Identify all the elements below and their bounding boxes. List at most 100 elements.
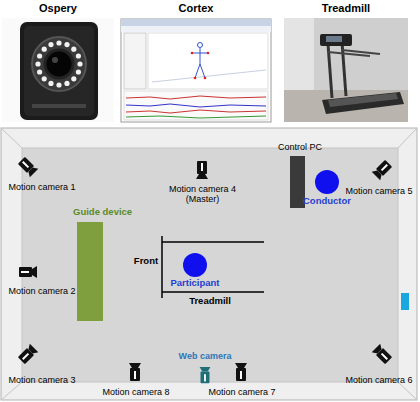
shape-part (76, 69, 81, 74)
shape-part (204, 374, 206, 381)
shape-part (191, 52, 194, 55)
shape-part (235, 363, 247, 381)
person-circle: Participant (166, 252, 224, 288)
layout-item: Motion camera 5 (340, 156, 418, 200)
node-label: Motion camera 5 (340, 186, 418, 196)
shape-part (121, 19, 271, 122)
layout-item: Motion camera 1 (2, 152, 82, 196)
shape-part (52, 57, 58, 63)
node-label: Motion camera 6 (340, 375, 418, 385)
shape-part (284, 18, 408, 122)
node-shape (282, 0, 410, 124)
shape-part (129, 363, 141, 368)
layout-item: Motion camera 3 (2, 343, 82, 391)
node-label: Motion camera 1 (2, 182, 82, 192)
layout-item: Motion camera 4 (Master) (165, 155, 240, 209)
shape-part (35, 61, 40, 66)
shape-part (198, 43, 203, 48)
shape-part (126, 104, 266, 107)
shape-part (42, 76, 47, 81)
layout-item: FrontTreadmill Participant (130, 234, 268, 310)
shape-part (71, 47, 76, 52)
shape-part (56, 40, 61, 45)
shape-part (37, 69, 42, 74)
shape-part (19, 266, 37, 278)
shape-part (192, 53, 208, 54)
shape-part (32, 104, 86, 108)
shape-part (195, 64, 200, 78)
shape-part (315, 170, 339, 194)
node-label: Motion camera 2 (2, 286, 82, 296)
shape-part (200, 64, 205, 78)
shape-part (201, 372, 210, 384)
shape-part (48, 81, 53, 86)
shape-part (121, 19, 271, 26)
shape-part (240, 371, 242, 379)
node-label: Motion camera 3 (2, 375, 82, 385)
shape-part (235, 363, 247, 368)
shape-part (201, 163, 203, 171)
node-label: Ospery (2, 2, 114, 15)
node-label: Treadmill (282, 2, 410, 15)
shape-part (196, 174, 208, 179)
shape-part (22, 161, 29, 168)
shape-part (17, 344, 38, 365)
node-shape (2, 0, 114, 124)
shape-part (320, 34, 352, 46)
shape-part (372, 159, 393, 180)
room-wall (1, 128, 417, 400)
shape-part (194, 77, 197, 80)
shape-part (290, 156, 305, 208)
room-floor (22, 148, 398, 382)
shape-part (20, 22, 98, 120)
shape-part (328, 93, 398, 107)
shape-part (21, 271, 29, 273)
shape-part (42, 47, 47, 52)
shape-part (197, 161, 207, 174)
shape-part (64, 81, 69, 86)
shape-part (24, 26, 94, 116)
shape-part (236, 368, 246, 381)
shape-part (161, 236, 163, 298)
shape-part (207, 52, 210, 55)
node-label: Treadmill (180, 296, 240, 307)
shape-part (2, 18, 114, 122)
shape-part (32, 37, 86, 91)
shape-part (48, 42, 53, 47)
shape-part (204, 77, 207, 80)
shape-part (134, 371, 136, 379)
shape-part (126, 116, 266, 118)
node-label: Web camera (175, 351, 235, 361)
shape-part (129, 363, 141, 381)
shape-part (183, 253, 207, 277)
shape-part (77, 222, 103, 321)
shape-part (326, 36, 342, 42)
shape-part (121, 26, 271, 32)
wall-marker (401, 293, 409, 310)
shape-part (71, 76, 76, 81)
layout-item: Web camera (175, 351, 235, 386)
shape-part (162, 241, 264, 243)
node-label: Control PC (270, 142, 330, 152)
shape-part (200, 367, 211, 383)
shape-part (322, 92, 404, 114)
node-label: Motion camera 7 (206, 387, 278, 397)
shape-part (22, 353, 29, 360)
shape-part (77, 61, 82, 66)
shape-part (126, 110, 266, 113)
shape-part (76, 53, 81, 58)
shape-part (126, 96, 266, 99)
node-label: Participant (166, 278, 224, 289)
layout-item: Motion camera 6 (340, 343, 418, 391)
node-label: Front (130, 256, 162, 267)
layout-item: Cortex (120, 0, 272, 124)
layout-item: Ospery (2, 0, 114, 124)
room-corner (398, 128, 417, 148)
node-label: Motion camera 8 (100, 387, 172, 397)
shape-part (19, 267, 32, 277)
node-label: Cortex (120, 2, 272, 15)
shape-part (64, 42, 69, 47)
layout-item: Motion camera 2 (2, 262, 82, 300)
shape-part (381, 353, 388, 360)
